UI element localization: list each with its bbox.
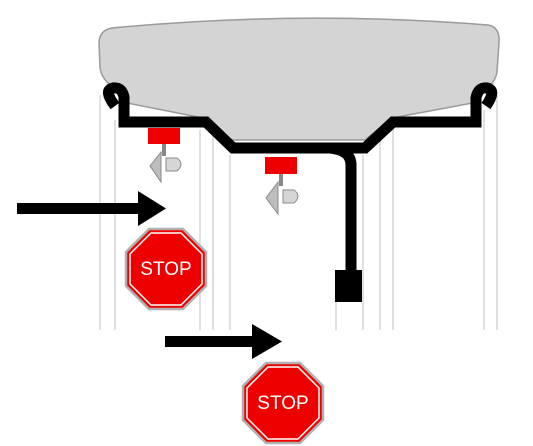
barrel-guide-lines <box>99 95 498 330</box>
weight-clip-left <box>148 128 182 184</box>
valve-block-left <box>148 128 180 144</box>
stop-sign-upper: STOP <box>124 227 208 311</box>
stop-label-upper: STOP <box>140 259 191 280</box>
valve-block-right <box>265 157 297 174</box>
rim-profile <box>103 82 498 154</box>
weight-clip-right <box>265 157 299 216</box>
arrow-lower <box>165 324 282 359</box>
stop-sign-lower: STOP <box>241 361 325 445</box>
arrow-upper <box>17 191 166 226</box>
stop-label-lower: STOP <box>257 393 308 414</box>
tire-shape <box>98 17 500 141</box>
rim-flange <box>329 142 362 302</box>
